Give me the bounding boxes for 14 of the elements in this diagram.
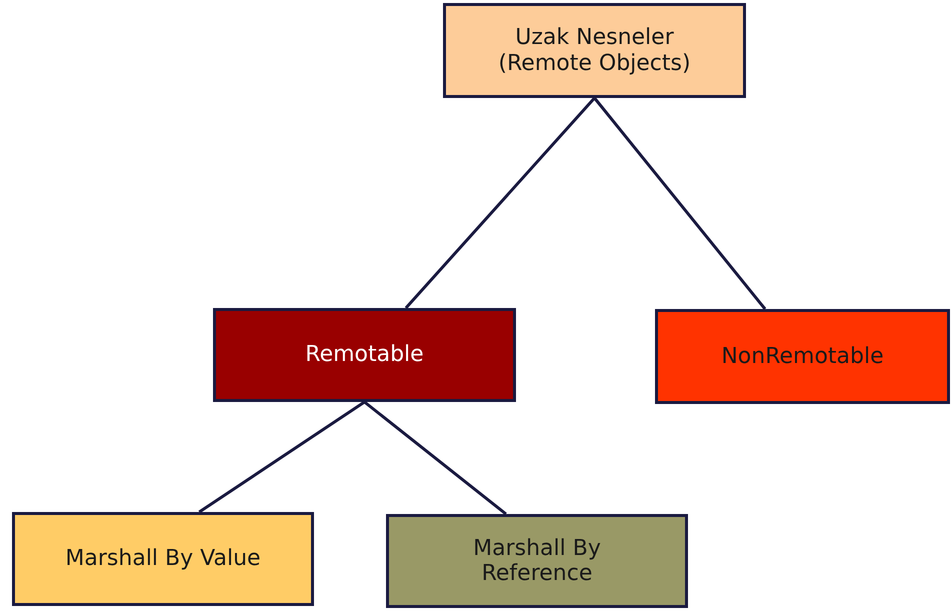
connector-line — [404, 97, 596, 309]
node-label: NonRemotable — [720, 344, 885, 370]
connector-line — [593, 97, 766, 310]
class-box — [386, 514, 688, 608]
class-box — [655, 309, 950, 404]
class-box — [443, 3, 746, 98]
node-label: Remotable — [304, 342, 425, 368]
node-label: Marshall By Reference — [472, 536, 602, 586]
class-box — [12, 512, 314, 606]
node-label: Uzak Nesneler (Remote Objects) — [497, 25, 692, 76]
node-label: Marshall By Value — [64, 546, 262, 572]
connector-line — [198, 400, 366, 514]
class-box — [213, 308, 516, 402]
connector-line — [364, 400, 507, 516]
